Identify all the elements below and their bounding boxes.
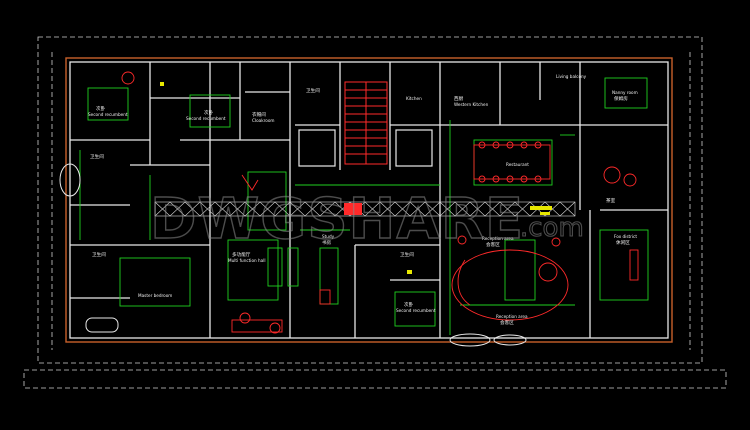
exterior-wall-outline <box>65 57 673 343</box>
red-furniture <box>121 71 639 334</box>
label-second-bedroom-a-en: Second recumbent <box>88 112 128 117</box>
label-second-bedroom-b-en: Second recumbent <box>186 116 226 121</box>
label-fox-district-en: Fox district <box>614 234 637 239</box>
watermark-text: DWGSHARE <box>150 187 524 252</box>
label-western-kitchen-cn: 西厨 <box>454 96 464 102</box>
watermark-sub-text: .com <box>520 213 584 243</box>
label-bath-b: 卫生间 <box>92 251 106 258</box>
fixture-marks <box>160 82 552 274</box>
interior-partitions <box>79 77 649 335</box>
corridor-truss <box>154 201 576 217</box>
label-second-bedroom-c-cn: 次卧 <box>404 301 414 308</box>
label-tea-room: 茶室 <box>606 197 616 204</box>
corridor-red-block <box>344 203 362 215</box>
label-multi-function-en: Multi function hall <box>228 258 266 263</box>
label-bath-d: 卫生间 <box>400 251 414 258</box>
label-study-cn: 书房 <box>322 239 332 246</box>
label-reception-area-2-cn: 会客区 <box>500 319 514 326</box>
label-multi-function-cn: 多功能厅 <box>232 251 251 258</box>
label-western-kitchen-en: Western Kitchen <box>454 102 489 107</box>
wall-lines <box>69 61 669 339</box>
label-living-balcony: Living balcony <box>556 74 587 79</box>
label-study-en: Study <box>322 234 335 239</box>
label-bath-a: 卫生间 <box>90 153 104 160</box>
label-cloakroom-en: Cloakroom <box>252 118 274 123</box>
label-cloakroom-cn: 衣帽间 <box>252 111 266 118</box>
staircase <box>344 81 388 165</box>
label-reception-area-en: Reception area <box>482 236 514 241</box>
label-restaurant: Restaurant <box>506 162 529 167</box>
label-bath-c: 卫生间 <box>306 87 320 94</box>
room-labels: 次卧 Second recumbent 次卧 Second recumbent … <box>88 74 638 326</box>
label-nanny-room-en: Nanny room <box>612 90 638 95</box>
sanitary-fixtures <box>59 163 527 347</box>
label-second-bedroom-b-cn: 次卧 <box>204 109 214 116</box>
label-reception-area-cn: 会客区 <box>486 241 500 248</box>
label-master-bedroom: Master bedroom <box>138 293 172 298</box>
outer-frame <box>23 36 727 389</box>
elevator-shafts <box>298 129 433 167</box>
label-nanny-room-cn: 保姆房 <box>614 95 628 102</box>
label-fox-district-cn: 休闲区 <box>616 239 630 246</box>
label-kitchen: Kitchen <box>406 96 422 101</box>
label-reception-area-2-en: Reception area <box>496 314 528 319</box>
label-second-bedroom-a-cn: 次卧 <box>96 105 106 112</box>
label-second-bedroom-c-en: Second recumbent <box>396 308 436 313</box>
